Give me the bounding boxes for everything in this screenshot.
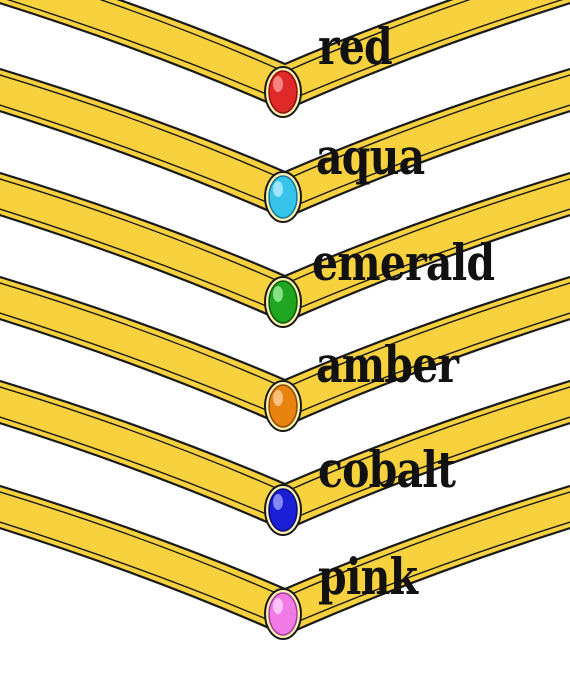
headband-cobalt: [0, 379, 570, 536]
headband-red: [0, 0, 570, 118]
band-label-red: red: [318, 17, 393, 76]
headband-amber: [0, 275, 570, 432]
headband-pink: [0, 484, 570, 640]
band-label-aqua: aqua: [316, 127, 425, 186]
headband-aqua: [0, 67, 570, 223]
band-label-amber: amber: [316, 335, 459, 394]
band-label-emerald: emerald: [312, 233, 495, 292]
headband-emerald: [0, 171, 570, 328]
band-label-pink: pink: [318, 547, 418, 606]
band-label-cobalt: cobalt: [318, 440, 456, 499]
